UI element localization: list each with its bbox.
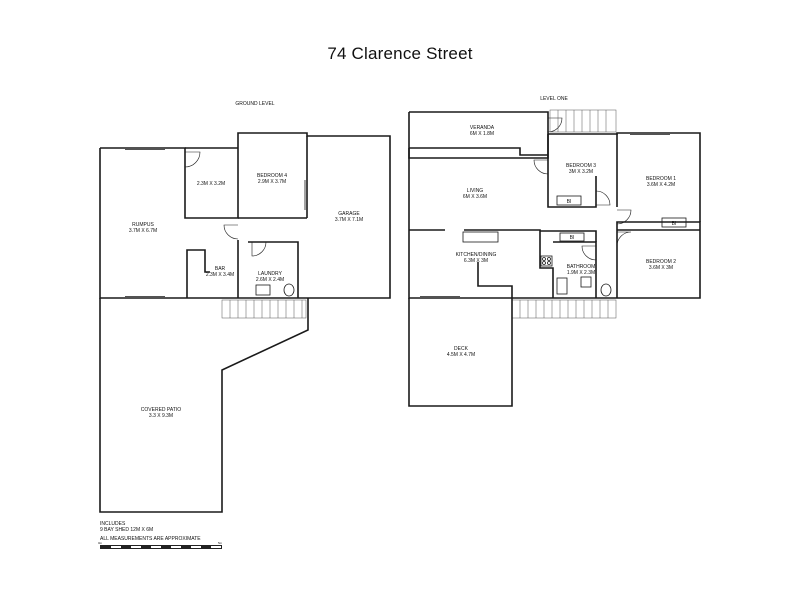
door-icon <box>616 209 632 225</box>
stairs-icon <box>511 109 617 319</box>
page-title: 74 Clarence Street <box>327 44 473 63</box>
ground-outer-wall <box>99 132 391 299</box>
includes-label: INCLUDES <box>100 521 126 527</box>
kitchen-size: 6.3M X 3M <box>464 258 488 264</box>
laundry-tub-icon <box>255 284 271 296</box>
laundry-wall <box>248 241 299 298</box>
bar-counter <box>186 249 210 298</box>
kitchen-island-icon <box>462 231 499 243</box>
bathroom-name: BATHROOM <box>567 264 596 270</box>
garage-size: 3.7M X 7.1M <box>335 217 363 223</box>
toilet-icon <box>600 283 612 297</box>
room-size: 2.3M X 3.2M <box>197 181 225 187</box>
ground-level-plan: RUMPUS 3.7M X 6.7M 2.3M X 3.2M BEDROOM 4… <box>99 132 391 513</box>
living-size: 6M X 3.6M <box>463 194 487 200</box>
bi-label: BI <box>672 221 677 227</box>
garage-name: GARAGE <box>338 211 360 217</box>
toilet-icon <box>283 283 295 297</box>
bathroom-wall <box>553 241 597 298</box>
door-icon <box>616 231 632 247</box>
built-in-robe <box>559 232 585 242</box>
approx-note: ALL MEASUREMENTS ARE APPROXIMATE <box>100 536 201 542</box>
bedroom3-name: BEDROOM 3 <box>566 163 596 169</box>
covered-patio-outline <box>99 298 309 513</box>
ground-level-label: GROUND LEVEL <box>235 101 275 107</box>
shed-note: 9 BAY SHED 12M X 6M <box>100 527 154 533</box>
deck-name: DECK <box>454 346 469 352</box>
level-one-outer-wall <box>408 148 701 299</box>
includes-note: INCLUDES 9 BAY SHED 12M X 6M <box>100 521 153 533</box>
bedroom1-outer-wall <box>548 132 701 222</box>
door-icon <box>581 245 597 261</box>
scale-start: 0m <box>98 541 103 545</box>
door-icon <box>223 224 239 240</box>
vanity-icon <box>580 276 592 288</box>
scale-end: 5m <box>218 541 223 545</box>
bedroom4-name: BEDROOM 4 <box>257 173 287 179</box>
patio-size: 3.3 X 9.3M <box>149 413 173 419</box>
bedroom2-size: 3.6M X 3M <box>649 265 673 271</box>
bathroom-size: 1.9M X 2.3M <box>567 270 595 276</box>
door-icon <box>251 241 267 257</box>
door-icon <box>184 151 201 168</box>
deck-size: 4.5M X 4.7M <box>447 352 475 358</box>
veranda-name: VERANDA <box>470 125 495 131</box>
rumpus-name: RUMPUS <box>132 222 154 228</box>
rumpus-size: 3.7M X 6.7M <box>129 228 157 234</box>
door-icon <box>533 159 549 175</box>
kitchen-bench <box>477 262 513 298</box>
living-name: LIVING <box>467 188 484 194</box>
bedroom2-name: BEDROOM 2 <box>646 259 676 265</box>
patio-name: COVERED PATIO <box>141 407 181 413</box>
laundry-size: 2.6M X 2.4M <box>256 277 284 283</box>
bedroom3-size: 3M X 3.2M <box>569 169 593 175</box>
shower-icon <box>556 277 568 295</box>
scale-bar <box>100 545 222 549</box>
laundry-name: LAUNDRY <box>258 271 282 277</box>
door-icon <box>595 190 611 206</box>
veranda-size: 6M X 1.8M <box>470 131 494 137</box>
bi-label: BI <box>567 199 572 205</box>
bar-name: BAR <box>215 266 226 272</box>
kitchen-name: KITCHEN/DINING <box>456 252 497 258</box>
level-one-plan: BI BI BI <box>408 109 701 407</box>
bar-size: 2.3M X 3.4M <box>206 272 234 278</box>
bedroom3-wall <box>547 134 597 208</box>
built-in-robe <box>661 217 687 228</box>
stairs-icon <box>221 299 307 319</box>
deck-outline <box>408 298 513 407</box>
kitchen-wall <box>464 229 554 298</box>
bi-label: BI <box>570 235 575 241</box>
bedroom1-size: 3.6M X 4.2M <box>647 182 675 188</box>
living-north-wall <box>409 147 548 156</box>
built-in-robe <box>556 195 582 206</box>
cooktop-icon <box>540 255 553 267</box>
bedroom4-size: 2.9M X 3.7M <box>258 179 286 185</box>
bedroom1-name: BEDROOM 1 <box>646 176 676 182</box>
hall-wall <box>540 230 597 242</box>
level-one-label: LEVEL ONE <box>540 96 568 102</box>
